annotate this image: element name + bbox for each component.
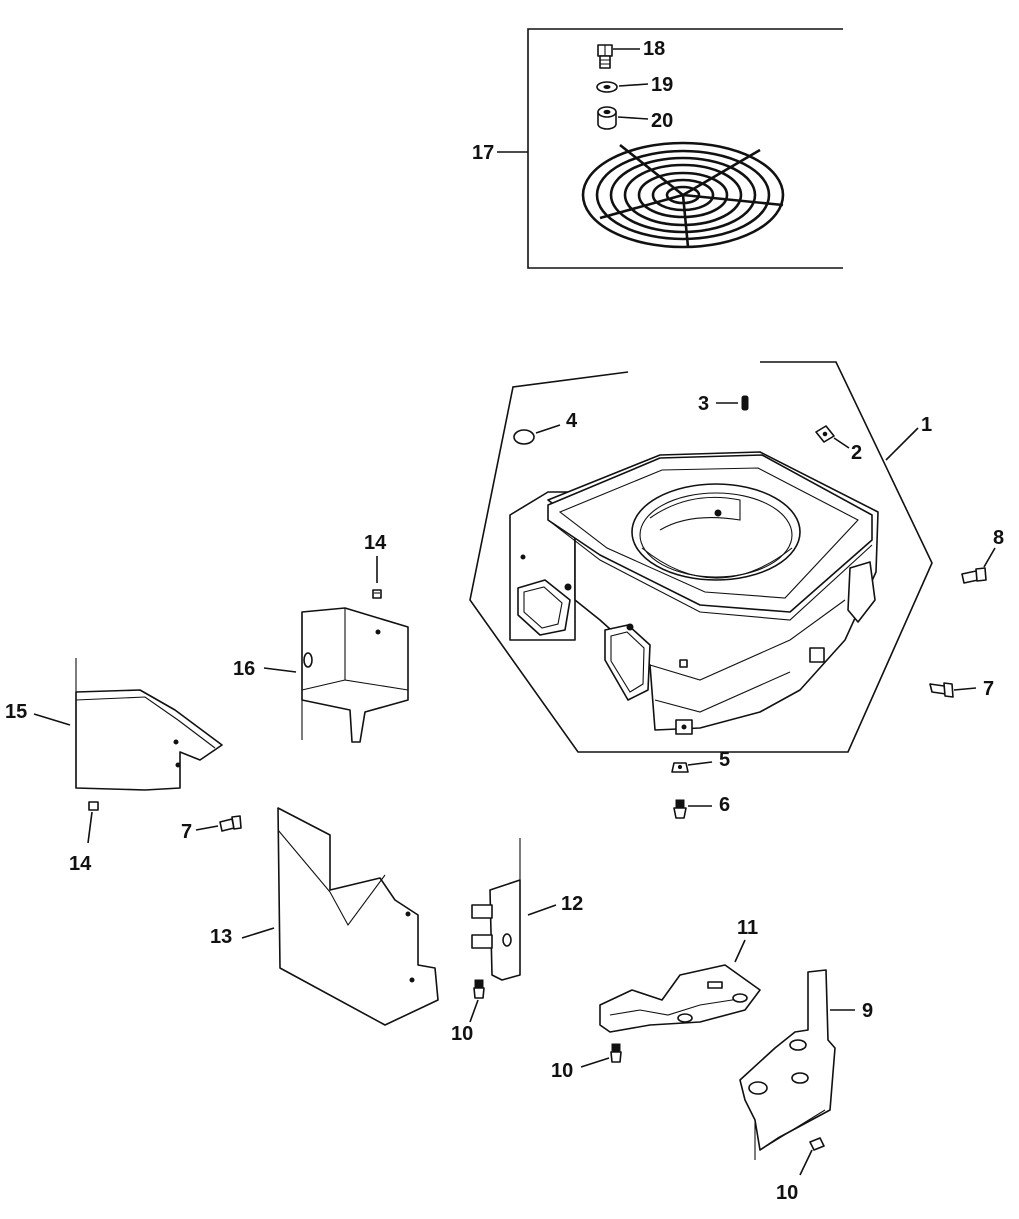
callout-3: 3 bbox=[698, 393, 709, 415]
callout-12: 12 bbox=[561, 893, 583, 915]
callout-20: 20 bbox=[651, 110, 673, 132]
callout-13: 13 bbox=[210, 926, 232, 948]
part-20-spacer bbox=[597, 106, 649, 130]
callout-9: 9 bbox=[862, 1000, 873, 1022]
part-15-cylinder-shield bbox=[33, 658, 223, 791]
callout-14-upper: 14 bbox=[364, 532, 387, 554]
part-13-lower-shield bbox=[241, 807, 439, 1026]
part-10-screw-b bbox=[580, 1043, 622, 1068]
part-14-screw-upper bbox=[372, 556, 382, 599]
callout-18: 18 bbox=[643, 38, 665, 60]
callout-5: 5 bbox=[719, 749, 730, 771]
callout-8: 8 bbox=[993, 527, 1004, 549]
part-3-screw bbox=[716, 395, 749, 411]
callout-15: 15 bbox=[5, 701, 27, 723]
callout-19: 19 bbox=[651, 74, 673, 96]
part-7-screw-right bbox=[929, 682, 977, 698]
part-9-bracket bbox=[739, 969, 855, 1160]
callout-10-c: 10 bbox=[776, 1182, 798, 1204]
callout-4: 4 bbox=[566, 410, 578, 432]
part-8-screw bbox=[961, 547, 996, 584]
part-2-clip bbox=[815, 425, 850, 449]
part-11-bracket bbox=[599, 939, 761, 1033]
part-14-screw-lower bbox=[87, 801, 99, 844]
part-12-baffle-plate bbox=[471, 838, 557, 981]
callout-1: 1 bbox=[921, 414, 932, 436]
part-6-screw bbox=[673, 799, 712, 819]
part-19-washer bbox=[596, 81, 649, 93]
callout-6: 6 bbox=[719, 794, 730, 816]
part-18-bolt bbox=[597, 44, 640, 69]
part-10-screw-c bbox=[799, 1137, 825, 1176]
callout-2: 2 bbox=[851, 442, 862, 464]
blower-housing bbox=[509, 451, 879, 735]
callout-7-right: 7 bbox=[983, 678, 994, 700]
callout-7-left: 7 bbox=[181, 821, 192, 843]
callout-10-a: 10 bbox=[451, 1023, 473, 1045]
kit-17-bracket bbox=[497, 28, 843, 269]
callout-11: 11 bbox=[737, 917, 758, 939]
callout-16: 16 bbox=[233, 658, 255, 680]
part-16-air-baffle bbox=[263, 607, 409, 743]
callout-10-b: 10 bbox=[551, 1060, 573, 1082]
part-7-screw-left bbox=[195, 815, 242, 832]
part-17-grille bbox=[581, 141, 785, 249]
part-4-plug bbox=[513, 424, 561, 445]
callout-14-lower: 14 bbox=[69, 853, 92, 875]
part-10-screw-a bbox=[469, 979, 485, 1023]
part-1-kit-outline bbox=[469, 361, 933, 753]
part-5-nut bbox=[671, 761, 713, 773]
callout-17: 17 bbox=[472, 142, 494, 164]
